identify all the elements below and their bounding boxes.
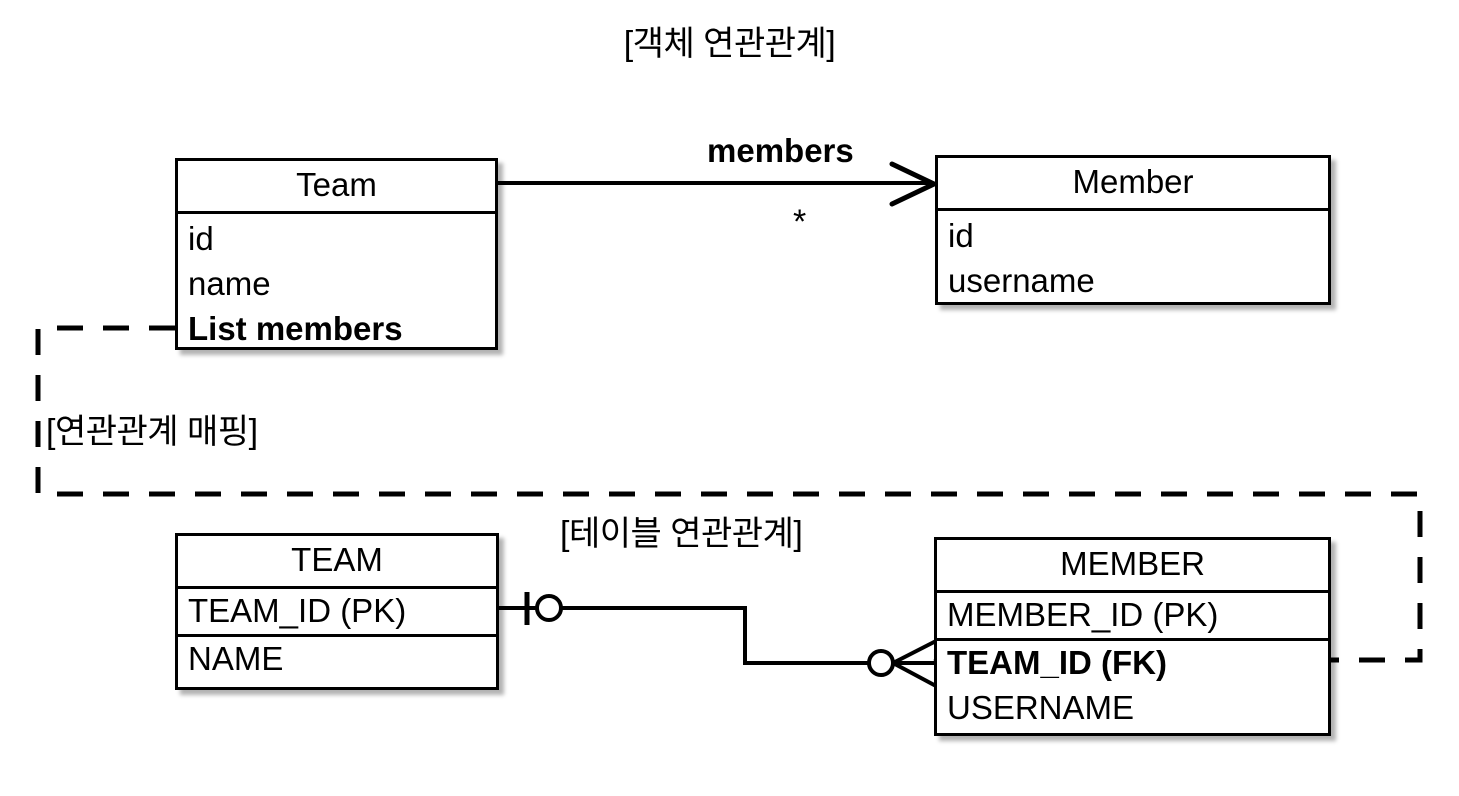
relation-mapping-title: [연관관계 매핑] [46, 413, 258, 451]
class-attribute: name [188, 265, 271, 302]
class-attributes-member: id username [938, 211, 1328, 308]
class-attributes-team: id name List members [178, 214, 495, 356]
table-box-team[interactable]: TEAM TEAM_ID (PK) NAME [175, 533, 499, 690]
table-box-member[interactable]: MEMBER MEMBER_ID (PK) TEAM_ID (FK) USERN… [934, 537, 1331, 736]
table-name-member: MEMBER [937, 540, 1328, 593]
class-box-team[interactable]: Team id name List members [175, 158, 498, 350]
class-attribute: id [188, 220, 214, 257]
table-column: NAME [188, 640, 284, 677]
table-column: TEAM_ID (FK) [947, 644, 1167, 681]
class-box-member[interactable]: Member id username [935, 155, 1331, 305]
association-multiplicity: * [793, 203, 807, 241]
table-column: USERNAME [947, 689, 1135, 726]
crowsfoot-connector [499, 592, 937, 688]
object-relation-title: [객체 연관관계] [623, 25, 836, 63]
association-members-connector [498, 161, 940, 207]
table-column: MEMBER_ID (PK) [937, 593, 1328, 641]
class-attribute: username [948, 262, 1095, 299]
association-label-members: members [707, 132, 854, 169]
table-relation-title: [테이블 연관관계] [560, 515, 803, 553]
class-attribute: List members [188, 310, 403, 347]
class-attribute: id [948, 217, 974, 254]
class-name-member: Member [938, 158, 1328, 211]
table-name-team: TEAM [178, 536, 496, 589]
table-column: TEAM_ID (PK) [178, 589, 496, 637]
class-name-team: Team [178, 161, 495, 214]
